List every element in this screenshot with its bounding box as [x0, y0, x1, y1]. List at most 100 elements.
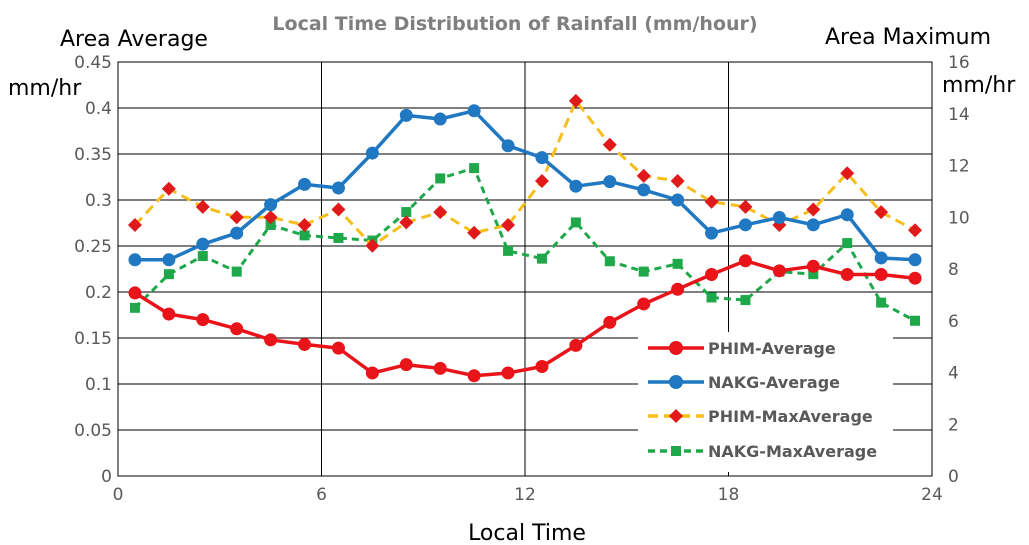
data-point-phim-maxaverage — [908, 223, 923, 238]
series-line-nakg-maxaverage — [133, 166, 916, 323]
data-point-phim-maxaverage — [501, 218, 516, 233]
right-tick-label: 0 — [948, 467, 959, 487]
data-point-nakg-average — [433, 112, 447, 126]
data-point-phim-maxaverage — [602, 137, 617, 152]
legend-item-nakg-average: NAKG-Average — [648, 373, 840, 392]
data-point-phim-maxaverage — [704, 194, 719, 209]
data-point-phim-average — [162, 307, 176, 321]
legend-label: NAKG-Average — [708, 373, 840, 392]
x-tick-label: 0 — [113, 485, 124, 505]
data-point-nakg-average — [806, 218, 820, 232]
data-point-nakg-maxaverage — [672, 258, 683, 269]
data-point-nakg-maxaverage — [740, 295, 751, 306]
data-point-phim-maxaverage — [365, 238, 380, 253]
legend-label: NAKG-MaxAverage — [708, 442, 877, 461]
data-point-nakg-maxaverage — [706, 292, 717, 303]
data-point-phim-average — [806, 259, 820, 273]
data-point-phim-average — [298, 337, 312, 351]
data-point-nakg-maxaverage — [503, 245, 514, 256]
data-point-phim-average — [365, 366, 379, 380]
data-point-phim-average — [501, 366, 515, 380]
right-tick-label: 2 — [948, 415, 959, 435]
data-point-phim-maxaverage — [467, 225, 482, 240]
data-point-nakg-maxaverage — [197, 251, 208, 262]
legend-label: PHIM-Average — [708, 339, 836, 358]
x-tick-label: 12 — [514, 485, 536, 505]
data-point-nakg-average — [331, 181, 345, 195]
data-point-phim-maxaverage — [399, 215, 414, 230]
left-tick-label: 0.45 — [74, 53, 112, 73]
right-axis-unit: mm/hr — [942, 73, 1016, 98]
x-tick-label: 24 — [921, 485, 943, 505]
data-point-nakg-average — [535, 151, 549, 165]
data-point-phim-average — [874, 268, 888, 282]
data-point-nakg-maxaverage — [129, 302, 140, 313]
right-tick-label: 12 — [948, 157, 970, 177]
data-point-phim-maxaverage — [738, 199, 753, 214]
series-layer — [127, 93, 923, 383]
x-axis-label: Local Time — [468, 521, 586, 545]
data-point-phim-average — [331, 341, 345, 355]
series-phim-average — [128, 254, 922, 383]
series-phim-maxaverage — [127, 93, 923, 253]
left-tick-label: 0.25 — [74, 237, 112, 257]
data-point-phim-average — [230, 322, 244, 336]
data-point-nakg-maxaverage — [265, 220, 276, 231]
data-point-phim-average — [399, 358, 413, 372]
data-point-nakg-maxaverage — [808, 269, 819, 280]
data-point-phim-average — [196, 313, 210, 327]
data-point-phim-average — [128, 286, 142, 300]
data-point-nakg-maxaverage — [570, 217, 581, 228]
data-point-nakg-maxaverage — [299, 230, 310, 241]
right-tick-label: 14 — [948, 105, 970, 125]
data-point-phim-average — [705, 268, 719, 282]
data-point-phim-maxaverage — [806, 202, 821, 217]
data-point-nakg-average — [738, 218, 752, 232]
data-point-phim-average — [467, 369, 481, 383]
series-nakg-average — [128, 104, 922, 267]
legend-marker — [669, 375, 683, 389]
data-point-phim-average — [908, 271, 922, 285]
data-point-phim-maxaverage — [331, 202, 346, 217]
data-point-nakg-average — [569, 179, 583, 193]
data-point-nakg-average — [637, 183, 651, 197]
data-point-phim-maxaverage — [161, 181, 176, 196]
right-tick-label: 6 — [948, 312, 959, 332]
data-point-phim-maxaverage — [229, 210, 244, 225]
data-point-nakg-maxaverage — [435, 173, 446, 184]
data-point-nakg-average — [671, 193, 685, 207]
data-point-nakg-maxaverage — [163, 269, 174, 280]
left-tick-label: 0.35 — [74, 145, 112, 165]
data-point-nakg-average — [705, 226, 719, 240]
left-tick-label: 0.1 — [85, 375, 112, 395]
data-point-nakg-maxaverage — [536, 253, 547, 264]
data-point-phim-average — [772, 264, 786, 278]
x-tick-label: 6 — [316, 485, 327, 505]
data-point-phim-average — [840, 268, 854, 282]
data-point-nakg-average — [874, 251, 888, 265]
data-point-nakg-maxaverage — [333, 232, 344, 243]
data-point-phim-maxaverage — [127, 218, 142, 233]
data-point-phim-average — [433, 361, 447, 375]
legend-item-nakg-maxaverage: NAKG-MaxAverage — [648, 442, 877, 461]
data-point-nakg-maxaverage — [876, 297, 887, 308]
data-point-nakg-average — [772, 210, 786, 224]
data-point-nakg-maxaverage — [604, 256, 615, 267]
left-tick-label: 0.15 — [74, 329, 112, 349]
data-point-phim-maxaverage — [534, 174, 549, 189]
data-point-phim-average — [603, 315, 617, 329]
data-point-nakg-maxaverage — [469, 163, 480, 174]
right-tick-label: 10 — [948, 208, 970, 228]
data-point-phim-maxaverage — [636, 168, 651, 183]
data-point-phim-average — [671, 282, 685, 296]
data-point-phim-maxaverage — [874, 205, 889, 220]
left-tick-label: 0.3 — [85, 191, 112, 211]
data-point-nakg-maxaverage — [401, 207, 412, 218]
data-point-nakg-average — [230, 226, 244, 240]
data-point-nakg-average — [908, 253, 922, 267]
legend-marker — [669, 341, 683, 355]
data-point-nakg-average — [840, 208, 854, 222]
data-point-phim-average — [637, 297, 651, 311]
